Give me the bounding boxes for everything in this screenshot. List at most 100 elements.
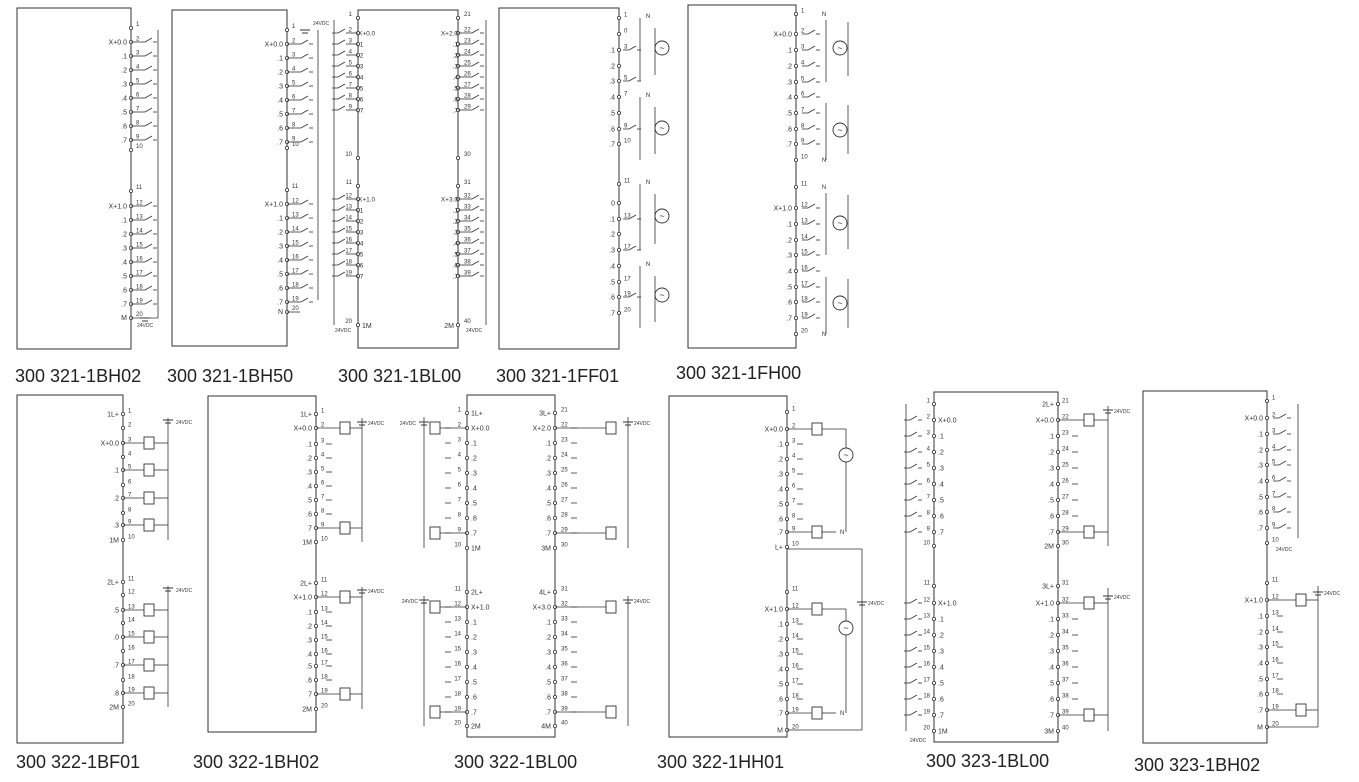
terminal-point — [932, 601, 937, 606]
terminal-label: .3 — [1257, 645, 1263, 652]
terminal-number: 1 — [128, 409, 132, 415]
terminal-point — [1265, 494, 1270, 499]
terminal-point — [785, 501, 790, 506]
supply-label: 24VDC — [368, 421, 385, 427]
terminal-number: 17 — [624, 245, 631, 251]
terminal-point — [785, 409, 790, 414]
ac-source-symbol: ~ — [837, 218, 842, 228]
terminal-label: .7 — [786, 142, 792, 149]
module-321-1bl00: 1X+0.02.13.24.35.46.57.68.791011X+1.012.… — [332, 9, 487, 349]
terminal-point — [553, 590, 558, 595]
terminal-label: 2M — [1044, 544, 1054, 551]
terminal-point — [1056, 514, 1061, 519]
terminal-label: .3 — [1048, 649, 1054, 656]
terminal-label: 2L+ — [1042, 402, 1054, 409]
terminal-label: X+1.0 — [471, 605, 490, 612]
terminal-number: 8 — [1272, 507, 1276, 513]
neutral-label: N — [646, 14, 650, 20]
terminal-label: .2 — [121, 232, 127, 239]
terminal-label: .7 — [609, 142, 615, 149]
wire — [807, 250, 816, 256]
terminal-number: 13 — [454, 617, 461, 623]
terminal-point — [464, 455, 469, 460]
terminal-number: 5 — [458, 468, 462, 474]
terminal-number: 36 — [561, 662, 568, 668]
terminal-label: .1 — [121, 218, 127, 225]
terminal-number: 11 — [455, 587, 462, 593]
terminal-point — [128, 147, 133, 152]
caption-321-1bl00: 300 321-1BL00 — [338, 366, 462, 386]
terminal-point — [932, 417, 937, 422]
terminal-number: 10 — [128, 535, 135, 541]
terminal-number: 21 — [1062, 399, 1069, 405]
terminal-number: 28 — [1062, 511, 1069, 517]
terminal-label: .2 — [1257, 630, 1263, 637]
terminal-label: .6 — [358, 97, 364, 104]
terminal-label: X+0.0 — [774, 32, 793, 39]
terminal-number: 22 — [1062, 415, 1069, 421]
terminal-number: 6 — [458, 483, 462, 489]
terminal-point — [553, 440, 558, 445]
relay-coil-icon — [429, 526, 441, 540]
terminal-label: .5 — [545, 680, 551, 687]
terminal-number: 18 — [321, 675, 328, 681]
terminal-point — [1056, 617, 1061, 622]
terminal-number: 9 — [458, 528, 462, 534]
relay-coil-icon — [143, 603, 155, 617]
wire — [471, 271, 480, 277]
terminal-point — [1056, 697, 1061, 702]
terminal-number: 19 — [321, 689, 328, 695]
terminal-point — [785, 545, 790, 550]
terminal-number: 20 — [128, 702, 135, 708]
wire — [144, 299, 153, 305]
terminal-label: .7 — [777, 711, 783, 718]
terminal-number: 17 — [624, 277, 631, 283]
ac-source-icon — [838, 620, 854, 636]
terminal-point — [121, 510, 126, 515]
terminal-label: .4 — [453, 75, 459, 82]
terminal-point — [794, 221, 799, 226]
terminal-label: .7 — [277, 300, 283, 307]
terminal-number: 35 — [561, 647, 568, 653]
terminal-number: 14 — [801, 235, 808, 241]
terminal-label: .1 — [358, 42, 364, 49]
terminal-number: 13 — [923, 614, 930, 620]
terminal-label: X+0.0 — [471, 426, 490, 433]
relay-coil-icon — [811, 422, 823, 436]
terminal-label: .5 — [121, 110, 127, 117]
terminal-point — [313, 581, 318, 586]
terminal-point — [464, 724, 469, 729]
terminal-label: .5 — [277, 272, 283, 279]
terminal-point — [313, 638, 318, 643]
supply-label: 24VDC — [1114, 595, 1131, 601]
terminal-point — [1265, 677, 1270, 682]
terminal-number: 17 — [1272, 674, 1279, 680]
ac-source-symbol: ~ — [659, 123, 664, 133]
terminal-label: .6 — [609, 295, 615, 302]
terminal-number: 24 — [561, 453, 568, 459]
wire — [909, 662, 918, 668]
ac-source-icon — [832, 40, 848, 56]
terminal-number: 14 — [792, 634, 799, 640]
terminal-number: 22 — [561, 423, 568, 429]
module-housing — [466, 394, 556, 738]
terminal-point — [932, 544, 937, 549]
wire — [1278, 476, 1287, 482]
terminal-point — [464, 410, 469, 415]
relay-coil-icon — [1083, 596, 1095, 610]
terminal-number: 5 — [927, 463, 931, 469]
terminal-label: .5 — [113, 608, 119, 615]
terminal-label: .6 — [358, 263, 364, 270]
terminal-number: 20 — [923, 726, 930, 732]
supply-label: 24VDC — [1114, 409, 1131, 415]
terminal-number: 9 — [927, 527, 931, 533]
terminal-number: 38 — [561, 692, 568, 698]
terminal-number: 33 — [1062, 614, 1069, 620]
wire — [300, 123, 309, 129]
terminal-label: .3 — [471, 471, 477, 478]
terminal-number: 1 — [624, 13, 628, 19]
terminal-point — [121, 649, 126, 654]
terminal-point — [313, 624, 318, 629]
terminal-label: .4 — [358, 75, 364, 82]
terminal-point — [284, 145, 289, 150]
